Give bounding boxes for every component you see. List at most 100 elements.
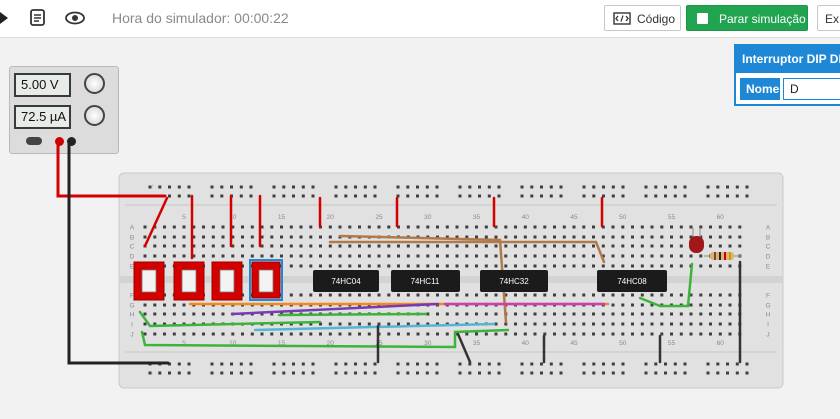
breadboard-hole[interactable] xyxy=(465,312,469,316)
breadboard-hole[interactable] xyxy=(699,244,703,248)
breadboard-hole[interactable] xyxy=(348,332,352,336)
breadboard-hole[interactable] xyxy=(484,322,488,326)
breadboard-hole[interactable] xyxy=(683,194,687,198)
breadboard-hole[interactable] xyxy=(328,225,332,229)
breadboard-hole[interactable] xyxy=(270,303,274,307)
breadboard-hole[interactable] xyxy=(299,322,303,326)
breadboard-hole[interactable] xyxy=(504,225,508,229)
breadboard-hole[interactable] xyxy=(230,362,233,366)
breadboard-hole[interactable] xyxy=(172,332,176,336)
stop-simulation-button[interactable]: Parar simulação xyxy=(686,5,808,31)
breadboard-hole[interactable] xyxy=(582,185,586,189)
breadboard-hole[interactable] xyxy=(562,235,566,239)
breadboard-hole[interactable] xyxy=(387,322,391,326)
breadboard-hole[interactable] xyxy=(611,312,615,316)
breadboard-hole[interactable] xyxy=(260,264,264,268)
breadboard-hole[interactable] xyxy=(211,332,215,336)
breadboard-hole[interactable] xyxy=(611,362,615,366)
breadboard-hole[interactable] xyxy=(455,303,459,307)
breadboard-hole[interactable] xyxy=(458,362,462,366)
breadboard-hole[interactable] xyxy=(475,312,478,316)
breadboard-hole[interactable] xyxy=(601,254,605,258)
breadboard-hole[interactable] xyxy=(679,293,683,297)
breadboard-hole[interactable] xyxy=(670,322,673,326)
breadboard-hole[interactable] xyxy=(553,254,556,258)
breadboard-hole[interactable] xyxy=(309,244,313,248)
breadboard-hole[interactable] xyxy=(241,264,244,268)
breadboard-hole[interactable] xyxy=(735,362,739,366)
breadboard-hole[interactable] xyxy=(572,225,576,229)
breadboard-hole[interactable] xyxy=(397,312,400,316)
breadboard-hole[interactable] xyxy=(644,194,648,198)
breadboard-hole[interactable] xyxy=(348,225,352,229)
breadboard-hole[interactable] xyxy=(192,225,196,229)
eye-icon[interactable] xyxy=(64,7,86,29)
breadboard-hole[interactable] xyxy=(592,254,595,258)
breadboard-hole[interactable] xyxy=(280,264,283,268)
breadboard-hole[interactable] xyxy=(504,322,508,326)
breadboard-hole[interactable] xyxy=(670,312,673,316)
breadboard-hole[interactable] xyxy=(397,322,400,326)
breadboard-hole[interactable] xyxy=(221,332,225,336)
breadboard-hole[interactable] xyxy=(601,322,605,326)
breadboard-hole[interactable] xyxy=(523,322,527,326)
breadboard-hole[interactable] xyxy=(553,303,556,307)
breadboard-hole[interactable] xyxy=(689,264,693,268)
breadboard-hole[interactable] xyxy=(640,264,644,268)
breadboard-hole[interactable] xyxy=(683,185,687,189)
breadboard-hole[interactable] xyxy=(373,371,377,375)
breadboard-hole[interactable] xyxy=(367,244,371,248)
breadboard-hole[interactable] xyxy=(728,293,732,297)
breadboard-hole[interactable] xyxy=(319,303,322,307)
breadboard-hole[interactable] xyxy=(202,293,205,297)
breadboard-hole[interactable] xyxy=(328,254,332,258)
breadboard-hole[interactable] xyxy=(553,293,556,297)
breadboard-hole[interactable] xyxy=(250,225,254,229)
breadboard-hole[interactable] xyxy=(475,254,478,258)
breadboard-hole[interactable] xyxy=(435,362,439,366)
breadboard-hole[interactable] xyxy=(334,362,338,366)
breadboard-hole[interactable] xyxy=(640,254,644,258)
breadboard-hole[interactable] xyxy=(387,312,391,316)
breadboard-hole[interactable] xyxy=(397,244,400,248)
breadboard-hole[interactable] xyxy=(377,235,381,239)
breadboard-hole[interactable] xyxy=(523,303,527,307)
breadboard-hole[interactable] xyxy=(621,254,625,258)
breadboard-hole[interactable] xyxy=(143,254,147,258)
breadboard-hole[interactable] xyxy=(572,254,576,258)
breadboard-hole[interactable] xyxy=(484,312,488,316)
breadboard-hole[interactable] xyxy=(338,322,342,326)
breadboard-hole[interactable] xyxy=(270,322,274,326)
breadboard-hole[interactable] xyxy=(582,225,586,229)
breadboard-hole[interactable] xyxy=(679,332,683,336)
breadboard-hole[interactable] xyxy=(458,185,462,189)
breadboard-hole[interactable] xyxy=(425,371,429,375)
breadboard-hole[interactable] xyxy=(231,312,235,316)
breadboard-hole[interactable] xyxy=(187,185,191,189)
breadboard-hole[interactable] xyxy=(523,312,527,316)
breadboard-hole[interactable] xyxy=(397,225,400,229)
breadboard-hole[interactable] xyxy=(348,244,352,248)
breadboard-hole[interactable] xyxy=(416,254,420,258)
breadboard-hole[interactable] xyxy=(660,322,664,326)
breadboard-hole[interactable] xyxy=(475,235,478,239)
breadboard-hole[interactable] xyxy=(654,371,658,375)
breadboard-hole[interactable] xyxy=(177,371,181,375)
breadboard-hole[interactable] xyxy=(465,254,469,258)
breadboard-hole[interactable] xyxy=(709,254,712,258)
breadboard-hole[interactable] xyxy=(436,312,439,316)
breadboard-hole[interactable] xyxy=(309,264,313,268)
breadboard-hole[interactable] xyxy=(543,254,547,258)
breadboard-hole[interactable] xyxy=(202,332,205,336)
breadboard-hole[interactable] xyxy=(272,194,276,198)
breadboard-hole[interactable] xyxy=(718,312,722,316)
breadboard-hole[interactable] xyxy=(221,225,225,229)
breadboard-hole[interactable] xyxy=(301,185,305,189)
breadboard-hole[interactable] xyxy=(280,293,283,297)
breadboard-hole[interactable] xyxy=(202,225,205,229)
breadboard-hole[interactable] xyxy=(182,322,186,326)
breadboard-hole[interactable] xyxy=(562,293,566,297)
breadboard-hole[interactable] xyxy=(553,235,556,239)
breadboard-hole[interactable] xyxy=(319,264,322,268)
breadboard-hole[interactable] xyxy=(416,303,420,307)
